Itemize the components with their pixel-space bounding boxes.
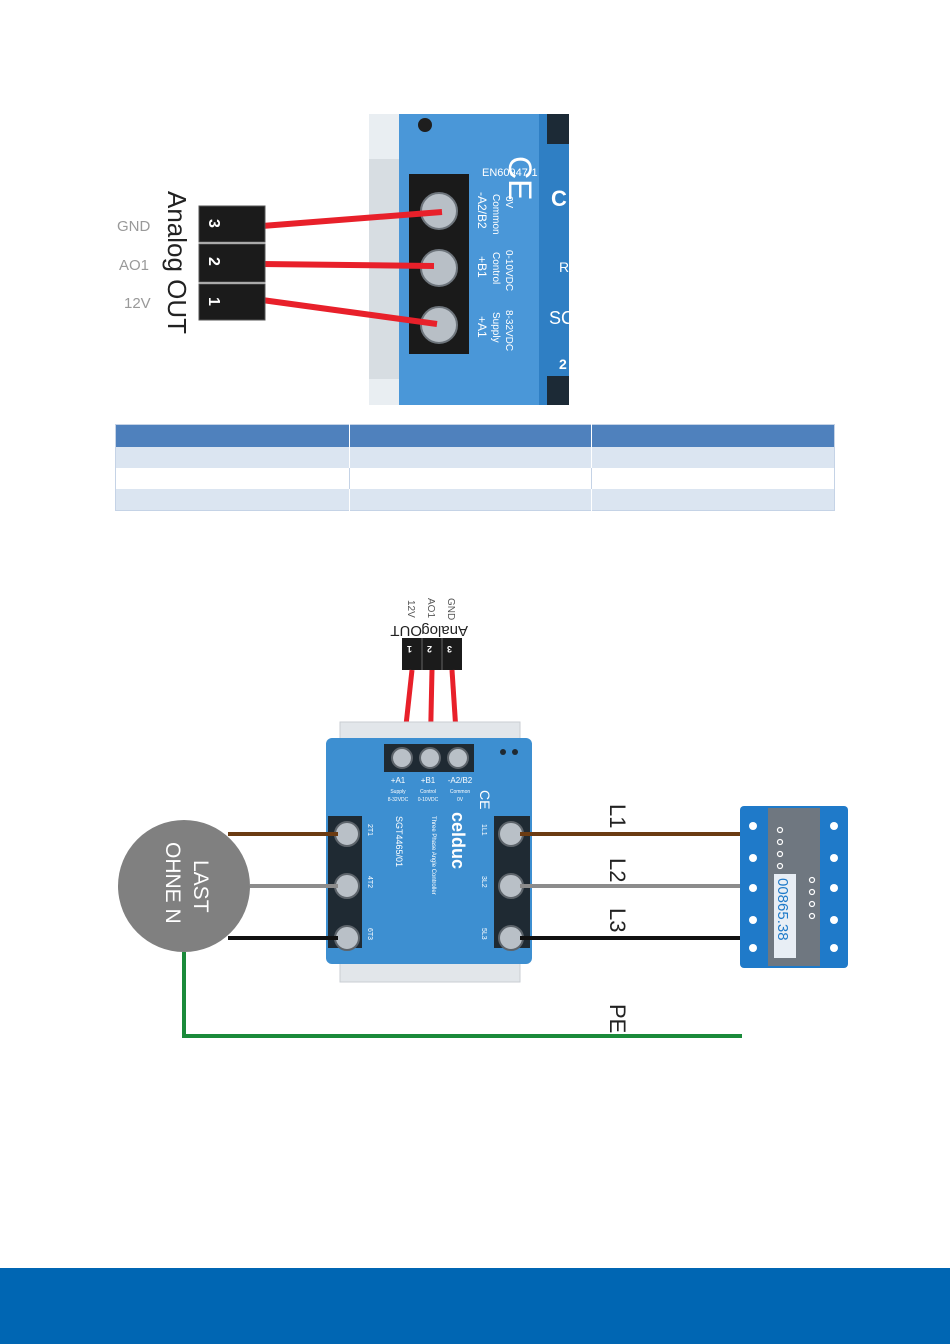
table-header-row — [115, 424, 835, 447]
top-terminal-sub: 0-10VDC — [418, 797, 439, 803]
meter-reading: 00865.38 — [774, 878, 791, 941]
controller-terminal-photo: CE EN60947-1 -A2/B2 Common 0V +B1 Contro… — [369, 114, 569, 405]
phase-label-l3: L3 — [605, 908, 630, 932]
terminal-line1: Control — [490, 252, 501, 284]
edge-letter: 2 — [559, 356, 567, 372]
edge-letter: SC — [549, 308, 569, 328]
analog-out-connector: 3 2 1 Analog OUT GND AO1 12V — [117, 191, 443, 334]
table-row — [115, 489, 835, 511]
pin-label: AO1 — [119, 257, 149, 274]
diagram-pin-number: 1 — [407, 644, 412, 654]
table-cell — [115, 489, 350, 511]
top-terminal-name: +B1 — [421, 776, 436, 785]
pin-number: 1 — [205, 297, 222, 306]
table-cell — [591, 424, 835, 447]
terminal-line2: 8-32VDC — [503, 310, 514, 351]
terminal-line2: 0V — [503, 196, 514, 209]
table-cell — [349, 468, 592, 489]
table-cell — [115, 447, 350, 468]
load-label-1: LAST — [189, 860, 212, 913]
top-terminal-name: +A1 — [391, 776, 406, 785]
top-terminal-sub: 0V — [457, 797, 464, 803]
diagram-pin-number: 3 — [447, 644, 452, 654]
diagram-connector-sub: OUT — [390, 622, 422, 639]
wire-pe — [182, 952, 742, 1038]
terminal-name: +B1 — [475, 256, 489, 278]
earth-label: PE — [605, 1004, 630, 1033]
diagram-pin-label: AO1 — [425, 598, 436, 618]
red-wire — [261, 261, 435, 269]
terminal-name: +A1 — [475, 316, 489, 338]
left-terminal-label: 6T3 — [366, 928, 373, 940]
load-motor — [118, 820, 250, 952]
terminal-line1: Supply — [490, 312, 501, 343]
product-label: Three Phase Angle Controller — [430, 816, 436, 895]
pin-number: 2 — [205, 257, 222, 266]
left-terminal-label: 4T2 — [366, 876, 373, 888]
right-terminal-label: 3L2 — [480, 876, 487, 888]
table-cell — [349, 447, 592, 468]
pin-number: 3 — [205, 219, 222, 228]
terminal-line1: Common — [490, 194, 501, 235]
table-cell — [591, 489, 835, 511]
top-terminal-sub: Common — [450, 789, 471, 795]
diagram-pin-number: 2 — [427, 644, 432, 654]
table-cell — [591, 447, 835, 468]
terminal-line2: 0-10VDC — [503, 250, 514, 291]
red-wire — [261, 209, 443, 229]
table-cell — [591, 468, 835, 489]
load-label-2: OHNE N — [161, 842, 184, 924]
top-terminal-name: -A2/B2 — [448, 776, 473, 785]
phase-label-l1: L1 — [605, 804, 630, 828]
energy-meter: 00865.38 — [740, 806, 848, 968]
edge-letter: R — [559, 259, 569, 275]
right-terminal-label: 1L1 — [480, 824, 487, 836]
pin-assignment-table — [115, 424, 835, 511]
diagram-connector-title: Analog — [421, 622, 468, 639]
diagram-connector: GND AO1 12V Analog OUT 1 2 3 — [390, 598, 468, 670]
brand-label: celduc — [448, 812, 468, 869]
terminal-name: -A2/B2 — [475, 192, 489, 229]
ce-mark: CE — [502, 156, 538, 200]
red-wire — [261, 297, 438, 327]
left-terminal-label: 2T1 — [366, 824, 373, 836]
footer-bar — [0, 1268, 950, 1344]
table-row — [115, 447, 835, 468]
top-terminal-sub: 8-32VDC — [388, 797, 409, 803]
top-terminal-sub: Supply — [390, 789, 406, 795]
wiring-diagram: GND AO1 12V Analog OUT 1 2 3 +A1 +B1 -A2… — [118, 598, 848, 1038]
top-terminal-sub: Control — [420, 789, 436, 795]
pin-label: 12V — [124, 295, 151, 312]
module-ce-mark: CE — [477, 790, 493, 809]
table-cell — [349, 489, 592, 511]
phase-label-l2: L2 — [605, 858, 630, 882]
table-cell — [115, 424, 350, 447]
table-cell — [349, 424, 592, 447]
edge-letter: C — [551, 186, 567, 211]
right-terminal-label: 5L3 — [480, 928, 487, 940]
terminal-screw-1 — [420, 306, 458, 344]
pin-label: GND — [117, 218, 151, 235]
connector-title: Analog OUT — [162, 191, 192, 334]
diagram-pin-label: GND — [445, 598, 456, 620]
standard-label: EN60947-1 — [482, 167, 538, 179]
table-cell — [115, 468, 350, 489]
controller-module — [326, 738, 532, 964]
table-row — [115, 468, 835, 489]
diagram-pin-label: 12V — [405, 600, 416, 618]
model-label: SGT4465/01 — [394, 816, 404, 867]
